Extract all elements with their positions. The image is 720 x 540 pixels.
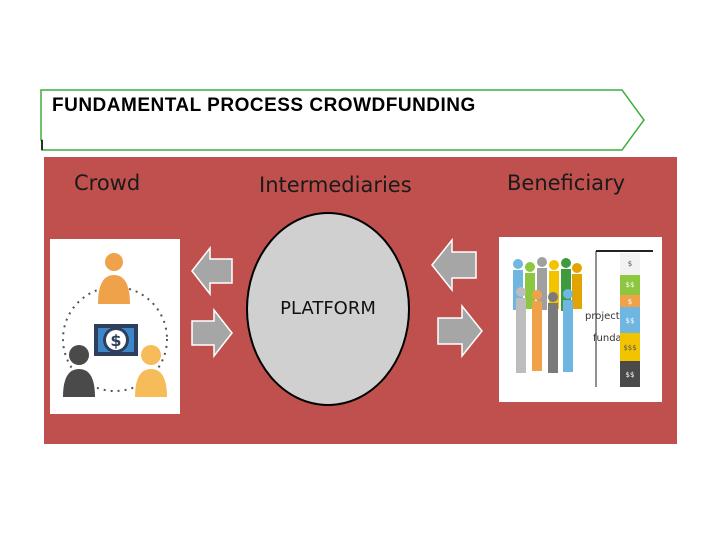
- arrow-left-icon: [191, 246, 233, 296]
- segment-label: $$: [626, 281, 635, 289]
- platform-label: PLATFORM: [280, 298, 376, 319]
- money-icon: $: [94, 324, 138, 356]
- person-icon: [98, 253, 130, 304]
- arrow-right-icon: [191, 308, 233, 358]
- intermediaries-label: Intermediaries: [259, 173, 412, 197]
- arrow-left-icon: [431, 238, 477, 292]
- segment-label: $: [628, 260, 632, 268]
- segment-label: $$: [626, 371, 635, 379]
- beneficiary-illustration-card: project fundall $ $$ $ $$ $$$ $$: [499, 237, 662, 402]
- segment-label: $: [628, 298, 632, 306]
- crowd-network-icon: $: [62, 253, 168, 397]
- people-group-icon: [513, 257, 582, 373]
- beneficiary-label: Beneficiary: [507, 171, 626, 195]
- arrow-right-icon: [437, 304, 483, 358]
- banner-title: FUNDAMENTAL PROCESS CROWDFUNDING: [52, 95, 476, 116]
- segment-label: $$: [626, 317, 635, 325]
- person-icon: [63, 345, 95, 397]
- crowd-illustration-card: $: [50, 239, 180, 414]
- chart-caption-line1: project: [585, 311, 620, 322]
- platform-circle: [246, 212, 410, 406]
- chart-caption-line2: fundall: [593, 333, 627, 344]
- currency-symbol: $: [110, 331, 121, 350]
- segment-label: $$$: [623, 344, 636, 352]
- crowd-label: Crowd: [74, 171, 141, 195]
- person-icon: [135, 345, 167, 397]
- banner-arrow-shape: [40, 89, 645, 151]
- beneficiary-chart-graphic: project fundall $ $$ $ $$ $$$ $$: [513, 250, 653, 387]
